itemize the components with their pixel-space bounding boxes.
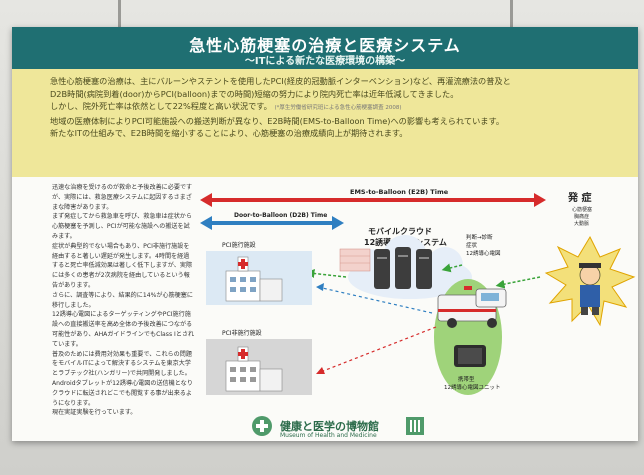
panel-footer (12, 412, 638, 441)
non-pci-hospital-icon (206, 339, 312, 395)
museum-mark-icon (406, 417, 424, 435)
museum-name: 健康と医学の博物館 (280, 420, 379, 433)
intro-line: D2B時間(病院到着(door)からPCI(balloon)までの時間)短縮の努… (50, 88, 459, 99)
cloud-title: モバイルクラウド (368, 226, 432, 236)
exhibit-panel: 急性心筋梗塞の治療と医療システム 〜ITによる新たな医療環境の構築〜 急性心筋梗… (12, 27, 638, 441)
hanging-rod-left (118, 0, 121, 40)
intro-line: しかし、院外死亡率は依然として22%程度と高い状況です。 (*厚生労働省研究班に… (50, 100, 610, 115)
panel-subtitle: 〜ITによる新たな医療環境の構築〜 (244, 56, 406, 67)
flow-label: 症状 (466, 241, 478, 249)
intro-note: (*厚生労働省研究班による急性心筋梗塞調査 2008) (274, 105, 402, 112)
description-paragraph: まず発症してから救急車を呼び、救急車は症状から心筋梗塞を予測し、PCIが可能な施… (52, 213, 192, 240)
description-paragraph: 症状が典型的でない場合もあり、PCI非施行施設を経由すると著しい遅延が発生します… (52, 242, 193, 289)
flow-label: 判断→診断 (466, 233, 493, 241)
tablet-icon (454, 345, 486, 367)
museum-logo-icon (252, 416, 272, 436)
e2b-label: EMS-to-Balloon (E2B) Time (350, 188, 449, 196)
tablet-label: 携帯型 (458, 375, 475, 383)
description-paragraph: 現在実証実験を行っています。 (52, 409, 137, 417)
e2b-arrow (200, 193, 546, 207)
ecg-grid-icon (339, 248, 371, 272)
intro-text: 急性心筋梗塞の治療は、主にバルーンやステントを使用したPCI(経皮的冠動脈インタ… (50, 75, 610, 140)
system-diagram: EMS-to-Balloon (E2B) Time Door-to-Balloo… (200, 188, 636, 395)
onset-title: 発 症 (567, 191, 591, 204)
hanging-rod-right (510, 0, 513, 40)
flow-arrow (441, 263, 463, 273)
description-paragraph: 迅速な治療を受けるのが救命と予後改善に必要ですが、実際には、救急医療システムに起… (52, 184, 193, 211)
server-icon (374, 247, 432, 289)
onset-line: 胸痛症 (574, 213, 589, 220)
flow-arrow (305, 269, 347, 278)
flow-arrow (495, 276, 541, 289)
description-paragraph: さらに、調査等により、結果的に14%が心筋梗塞に移行しました。 (52, 291, 193, 309)
pci-hospital-icon (206, 251, 312, 305)
ambulance-icon (437, 286, 507, 328)
non-pci-facility-label: PCI非施行施設 (222, 329, 262, 337)
d2b-label: Door-to-Balloon (D2B) Time (234, 212, 327, 219)
description-paragraph: 12誘導心電図によるターゲッティングやPCI施行施設への直接搬送率を高め全体の予… (52, 311, 195, 348)
museum-name-en: Museum of Health and Medicine (280, 432, 377, 439)
transport-arrow (317, 286, 433, 314)
intro-line-text: しかし、院外死亡率は依然として22%程度と高い状況です。 (50, 101, 272, 112)
onset-line: 心筋梗塞 (572, 206, 592, 213)
onset-line: 大動脈 (574, 220, 589, 227)
description-paragraph: 普及のためには費用対効果も重要で、これらの問題をモバイルITによって解決するシス… (52, 350, 193, 407)
arrowhead-icon (316, 283, 324, 291)
tablet-sublabel: 12誘導心電図ユニット (444, 383, 501, 391)
transport-arrow (317, 326, 437, 374)
panel-header: 急性心筋梗塞の治療と医療システム 〜ITによる新たな医療環境の構築〜 (12, 27, 638, 69)
patient-icon (579, 263, 601, 315)
intro-band: 急性心筋梗塞の治療は、主にバルーンやステントを使用したPCI(経皮的冠動脈インタ… (12, 69, 638, 177)
d2b-arrow (200, 216, 344, 230)
arrowhead-icon (316, 367, 325, 374)
flow-label: 12誘導心電図 (466, 249, 501, 257)
pci-facility-label: PCI施行施設 (222, 241, 256, 249)
intro-line: 地域の医療体制によりPCI可能施設への搬送判断が異なり、E2B時間(EMS-to… (50, 115, 505, 126)
panel-title: 急性心筋梗塞の治療と医療システム (189, 36, 461, 55)
left-description: 迅速な治療を受けるのが救命と予後改善に必要ですが、実際には、救急医療システムに起… (52, 183, 195, 418)
intro-line: 急性心筋梗塞の治療は、主にバルーンやステントを使用したPCI(経皮的冠動脈インタ… (50, 76, 511, 86)
intro-line: 新たなITの仕組みで、E2B時間を縮小することにより、心筋梗塞の治療成績向上が期… (50, 128, 408, 139)
